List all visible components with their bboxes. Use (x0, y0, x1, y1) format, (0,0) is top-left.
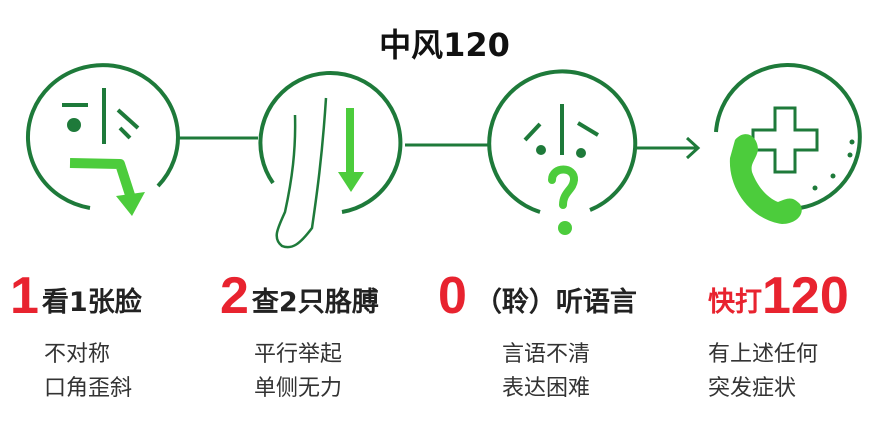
description-line: 平行举起 (254, 342, 343, 367)
step-number: 120 (762, 267, 849, 325)
step-1-description: 不对称 口角歪斜 (44, 338, 132, 406)
step-2: 2 查2只胳膊 (220, 267, 379, 325)
step-label: （聆）听语言 (474, 287, 637, 318)
step-3-description: 言语不清 表达困难 (502, 338, 590, 406)
step-4-description: 有上述任何 突发症状 (708, 338, 818, 406)
step-3: 0 （聆）听语言 (438, 267, 637, 325)
arrow-right-icon (635, 136, 701, 160)
step-number: 2 (220, 267, 249, 325)
step-label: 看1张脸 (41, 287, 142, 318)
step-label: 查2只胳膊 (251, 287, 379, 318)
description-line: 不对称 (44, 342, 111, 367)
step-prefix: 快打 (708, 287, 762, 318)
arm-drop-icon (258, 70, 403, 249)
confused-face-question-icon (487, 69, 638, 235)
step-number: 0 (438, 267, 467, 325)
description-line: 突发症状 (708, 376, 797, 401)
phone-medical-cross-icon (714, 63, 862, 224)
step-number: 1 (10, 267, 39, 325)
description-line: 有上述任何 (708, 342, 819, 367)
asymmetric-face-icon (26, 63, 180, 216)
page-title: 中风120 (379, 26, 510, 64)
description-line: 单侧无力 (254, 376, 343, 401)
step-4: 快打 120 (708, 267, 849, 325)
description-line: 言语不清 (502, 342, 591, 367)
description-line: 口角歪斜 (44, 376, 133, 401)
step-2-description: 平行举起 单侧无力 (254, 338, 342, 406)
step-1: 1 看1张脸 (10, 267, 142, 325)
description-line: 表达困难 (502, 376, 591, 401)
